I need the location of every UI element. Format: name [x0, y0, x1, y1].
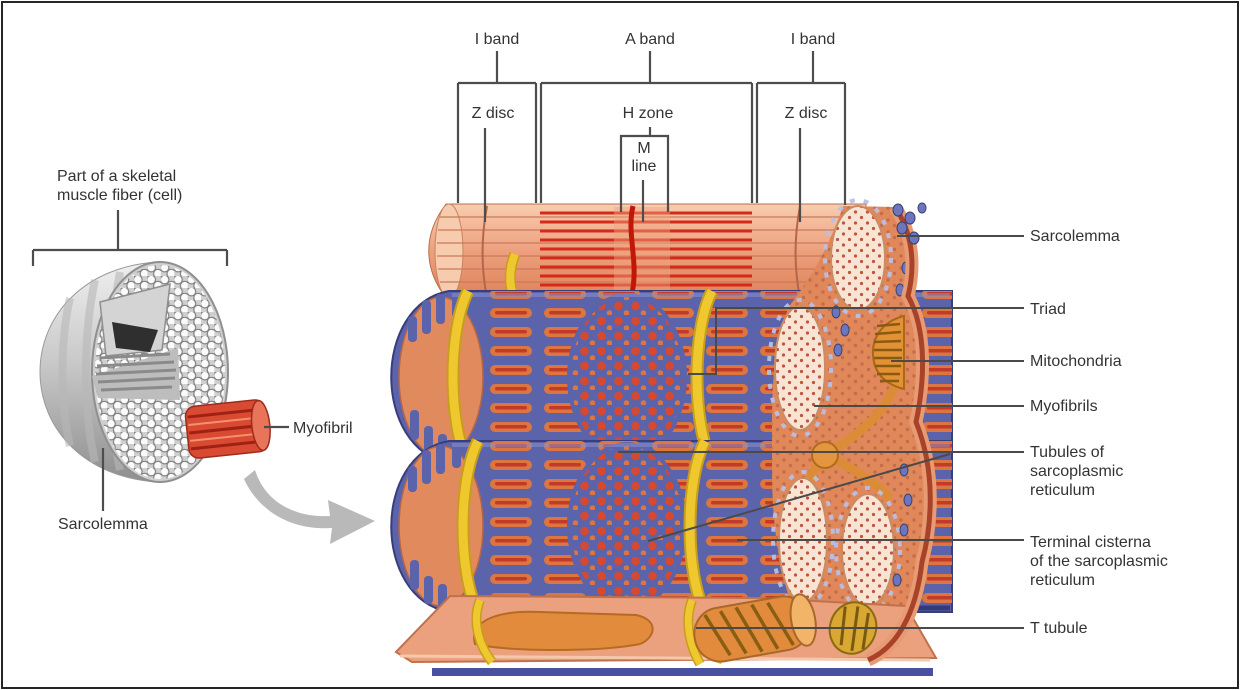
- label-sarcolemma: Sarcolemma: [1030, 228, 1120, 245]
- label-myofibrils: Myofibrils: [1030, 398, 1098, 415]
- label-h-zone: H zone: [622, 105, 674, 122]
- sr-under-strip: [432, 668, 933, 676]
- inset-label-sarcolemma: Sarcolemma: [58, 516, 148, 533]
- sarcolemma-membrane: [865, 203, 937, 666]
- inset-label-myofibril: Myofibril: [293, 420, 353, 437]
- myofibril-cross-section-2: [774, 305, 826, 431]
- inset-myofibril-cylinder: [184, 399, 271, 459]
- leader-lines: [618, 235, 1024, 629]
- label-i-band-left: I band: [474, 31, 520, 48]
- inset-caption-line1: Part of a skeletal: [57, 168, 177, 185]
- inset-muscle-fiber: [31, 210, 375, 544]
- m-line-structure: [628, 205, 637, 299]
- zoom-arrow: [244, 470, 375, 544]
- label-terminal-line3: reticulum: [1030, 572, 1095, 589]
- label-terminal-line2: of the sarcoplasmic: [1030, 553, 1168, 570]
- inset-caption-line2: muscle fiber (cell): [57, 187, 183, 204]
- mitochondrion-floor: [473, 610, 654, 651]
- inset-flap: [92, 283, 180, 400]
- label-mitochondria: Mitochondria: [1030, 353, 1122, 370]
- myofibril-cross-section-1: [830, 205, 886, 311]
- label-a-band: A band: [625, 31, 675, 48]
- t-tubule-ring-bottom-right: [683, 438, 711, 616]
- sr-bottom-myofibril: [390, 438, 953, 616]
- inset-lines: [31, 210, 289, 511]
- sr-beads: [831, 261, 913, 617]
- t-tubule-bottom: [471, 598, 723, 667]
- sarcomere-brackets: [456, 51, 847, 222]
- myofibril-cross-section-4: [841, 493, 895, 607]
- outer-sr-beads: [892, 202, 927, 245]
- label-t-tubule: T tubule: [1030, 620, 1088, 637]
- label-z-disc-left: Z disc: [471, 105, 515, 122]
- label-m-line-bottom: line: [631, 158, 657, 175]
- label-tubules-line3: reticulum: [1030, 482, 1095, 499]
- mitochondrion-comb: [871, 314, 905, 391]
- label-terminal-line1: Terminal cisterna: [1030, 534, 1151, 551]
- label-i-band-right: I band: [790, 31, 836, 48]
- label-m-line-top: M: [637, 140, 651, 157]
- label-tubules-line2: sarcoplasmic: [1030, 463, 1124, 480]
- label-z-disc-right: Z disc: [784, 105, 828, 122]
- label-tubules-line1: Tubules of: [1030, 444, 1105, 461]
- label-triad: Triad: [1030, 301, 1066, 318]
